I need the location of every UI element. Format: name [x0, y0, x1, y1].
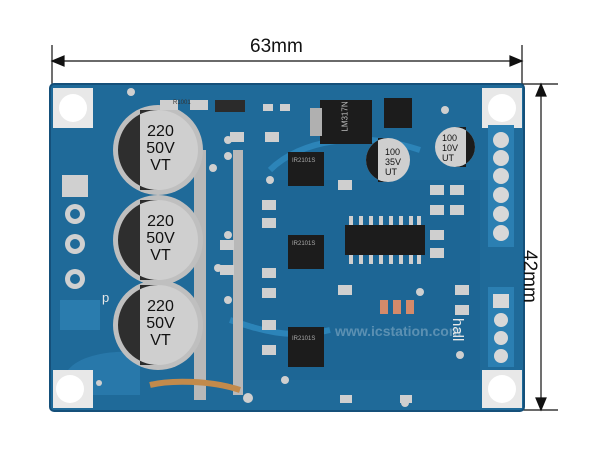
driver-chip-2-marking: IR2101S	[292, 241, 316, 247]
capacitor-3	[113, 280, 203, 370]
capacitor-2-label: 220 50V VT	[138, 213, 183, 264]
p-silkscreen: p	[102, 290, 110, 305]
capacitor-3-code: VT	[150, 332, 171, 349]
driver-chip-3	[288, 327, 324, 367]
capacitor-2-code: VT	[150, 247, 171, 264]
watermark: www.icstation.com	[335, 323, 462, 339]
capacitor-small-10v-text: 100 10V UT	[442, 133, 459, 163]
height-label: 42mm	[519, 250, 540, 303]
controller-chip	[345, 216, 425, 264]
mount-hole-tr	[482, 88, 522, 128]
resistor-marking: R1001	[173, 100, 191, 106]
capacitor-small-10v	[435, 127, 475, 167]
capacitor-2-voltage: 50V	[146, 230, 175, 247]
smd-components	[160, 100, 469, 403]
capacitor-3-voltage: 50V	[146, 315, 175, 332]
capacitor-small-35v	[366, 138, 410, 182]
driver-chip-3-marking: IR2101S	[292, 336, 316, 342]
mounting-holes	[53, 88, 522, 408]
driver-chip-2	[288, 235, 324, 269]
vias	[96, 88, 464, 407]
right-header-hall	[488, 287, 514, 367]
height-dimension-line	[510, 82, 558, 412]
capacitor-1-value: 220	[147, 123, 174, 140]
capacitor-1-voltage: 50V	[146, 140, 175, 157]
capacitor-1	[113, 105, 203, 195]
capacitor-1-code: VT	[150, 157, 171, 174]
capacitor-3-label: 220 50V VT	[138, 298, 183, 349]
small-transistor	[384, 98, 412, 128]
mount-hole-tl	[53, 88, 93, 128]
width-label: 63mm	[250, 36, 303, 57]
regulator-marking: LM317N	[340, 101, 350, 132]
capacitor-1-label: 220 50V VT	[138, 123, 183, 174]
driver-chip-1	[288, 152, 324, 186]
shunt-resistor-wire	[149, 378, 241, 393]
right-header-top	[488, 125, 514, 247]
mount-hole-br	[482, 370, 522, 408]
capacitor-2-value: 220	[147, 213, 174, 230]
capacitor-2	[113, 195, 203, 285]
mount-hole-bl	[53, 370, 93, 408]
left-power-pads	[62, 175, 88, 289]
voltage-regulator	[310, 100, 372, 144]
driver-chip-1-marking: IR2101S	[292, 158, 316, 164]
capacitor-3-value: 220	[147, 298, 174, 315]
capacitor-small-35v-text: 100 35V UT	[385, 147, 402, 177]
